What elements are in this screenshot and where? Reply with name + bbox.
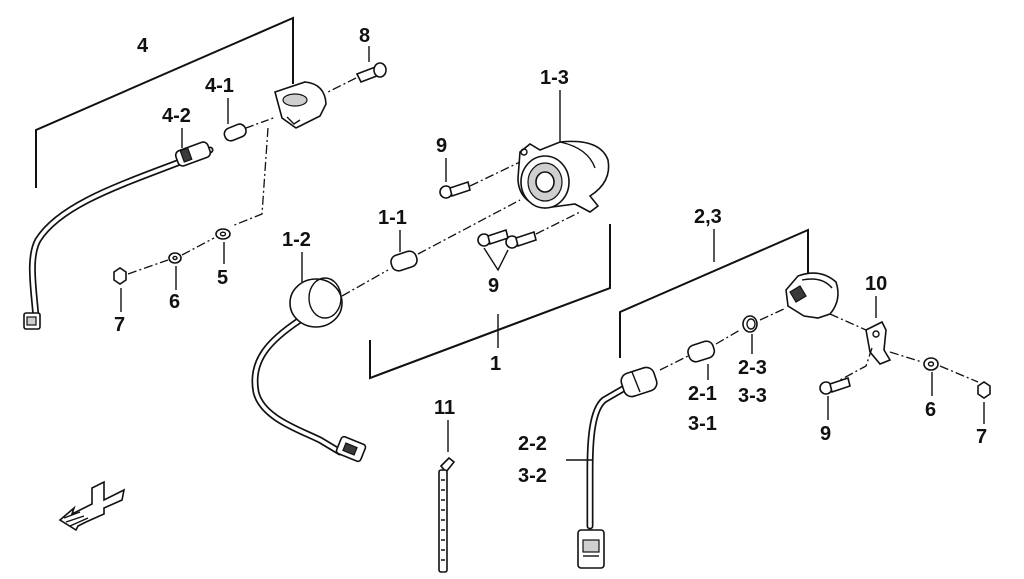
callout-5: 5 xyxy=(217,267,228,289)
callout-2-3: 2,3 xyxy=(694,206,722,228)
nut-7-left xyxy=(113,267,127,285)
washer-5 xyxy=(215,228,231,240)
callout-4-2: 4-2 xyxy=(162,105,191,127)
callout-2-3-sub: 2-3 xyxy=(738,357,767,379)
callout-9-right: 9 xyxy=(820,423,831,445)
callout-2-1: 2-1 xyxy=(688,383,717,405)
callout-3-3: 3-3 xyxy=(738,385,767,407)
callout-4: 4 xyxy=(137,35,149,57)
callout-10: 10 xyxy=(865,273,887,295)
cable-tie-11 xyxy=(438,456,456,573)
socket-cord-1-2 xyxy=(251,277,367,463)
bulb-1-1 xyxy=(390,250,418,272)
headlight-housing-1-3 xyxy=(517,140,610,213)
callout-6-left: 6 xyxy=(169,291,180,313)
screws-9-mid xyxy=(477,228,537,249)
callout-1: 1 xyxy=(490,353,501,375)
callout-11: 11 xyxy=(434,397,455,419)
bracket-4 xyxy=(35,16,294,188)
callout-6-right: 6 xyxy=(925,399,936,421)
indicator-housing-2-3 xyxy=(785,272,839,319)
callout-3-1: 3-1 xyxy=(688,413,717,435)
callout-1-2: 1-2 xyxy=(282,229,311,251)
callout-3-2: 3-2 xyxy=(518,465,547,487)
callout-8: 8 xyxy=(359,25,370,47)
front-arrow-icon xyxy=(58,480,126,532)
screw-9-top xyxy=(439,180,471,199)
bulb-4-1 xyxy=(223,116,277,142)
bracket-10 xyxy=(865,320,892,365)
callout-1-3: 1-3 xyxy=(540,67,569,89)
socket-wire-4-2 xyxy=(23,141,214,330)
callout-7-right: 7 xyxy=(976,426,987,448)
callout-9-mid: 9 xyxy=(488,275,499,297)
o-ring-2-3 xyxy=(742,315,758,333)
screw-9-right xyxy=(819,376,851,395)
screw-8 xyxy=(355,62,387,84)
socket-cord-2-2 xyxy=(577,366,658,569)
callout-1-1: 1-1 xyxy=(378,207,407,229)
bracket-1 xyxy=(369,224,611,380)
bracket-2-3 xyxy=(619,228,809,358)
washer-6-right xyxy=(923,357,939,371)
callout-9-top: 9 xyxy=(436,135,447,157)
callout-2-2: 2-2 xyxy=(518,433,547,455)
indicator-housing-4 xyxy=(274,81,327,129)
callout-4-1: 4-1 xyxy=(205,75,234,97)
nut-7-right xyxy=(977,381,991,399)
callout-7-left: 7 xyxy=(114,314,125,336)
washer-6-left xyxy=(168,252,182,264)
bulb-2-1 xyxy=(687,340,716,363)
